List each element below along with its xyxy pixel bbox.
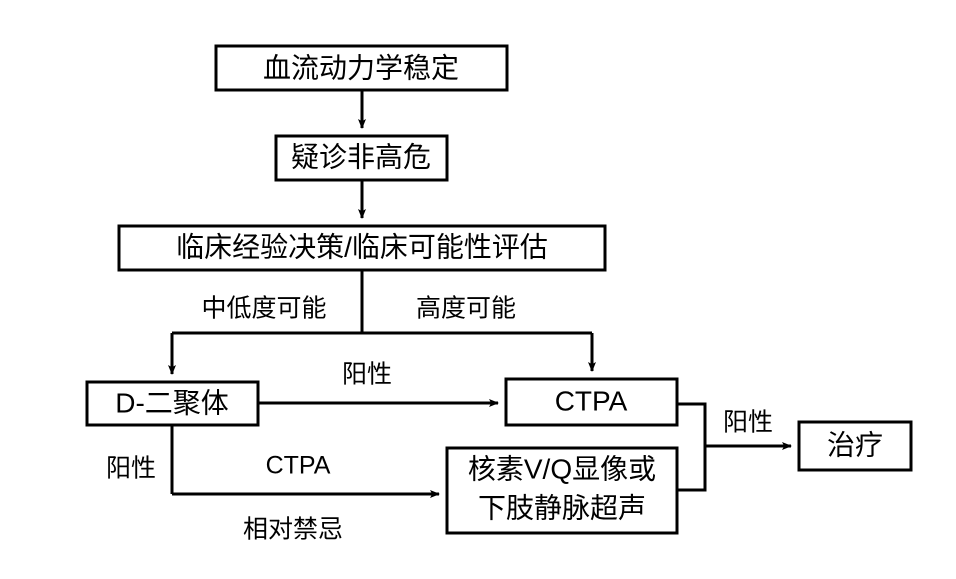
- node-hemodynamic[interactable]: 血流动力学稳定: [214, 44, 509, 92]
- node-ctpa[interactable]: CTPA: [504, 377, 679, 427]
- node-vq-or-ultrasound[interactable]: 核素V/Q显像或 下肢静脉超声: [445, 446, 679, 535]
- edge-label-relative-contraindication: 相对禁忌: [243, 516, 343, 544]
- node-treatment-label: 治疗: [827, 429, 883, 460]
- node-suspect-label: 疑诊非高危: [291, 141, 431, 172]
- edge-merge-to-treatment: [677, 402, 792, 492]
- edge-ddimer-to-vq: [170, 424, 440, 498]
- node-vq-label-line2: 下肢静脉超声: [478, 492, 646, 523]
- edge-clinical-split: [168, 270, 596, 375]
- node-ctpa-label: CTPA: [555, 385, 628, 416]
- node-ddimer-label: D-二聚体: [115, 387, 229, 418]
- node-hemodynamic-label: 血流动力学稳定: [263, 52, 459, 83]
- edge-label-positive-ddimer-branch: 阳性: [106, 455, 156, 483]
- edge-label-positive-ddimer-to-ctpa: 阳性: [342, 361, 392, 389]
- node-clinical[interactable]: 临床经验决策/临床可能性评估: [117, 224, 607, 272]
- edge-label-positive-to-treatment: 阳性: [723, 409, 773, 437]
- node-ddimer[interactable]: D-二聚体: [85, 380, 260, 427]
- edge-label-ctpa-alt: CTPA: [266, 452, 331, 480]
- node-vq-label-line1: 核素V/Q显像或: [468, 453, 656, 484]
- node-suspect[interactable]: 疑诊非高危: [274, 134, 449, 182]
- edge-label-low-mid-probability: 中低度可能: [201, 295, 326, 323]
- node-clinical-label: 临床经验决策/临床可能性评估: [176, 231, 548, 262]
- node-treatment[interactable]: 治疗: [797, 420, 913, 472]
- edge-label-high-probability: 高度可能: [416, 295, 516, 323]
